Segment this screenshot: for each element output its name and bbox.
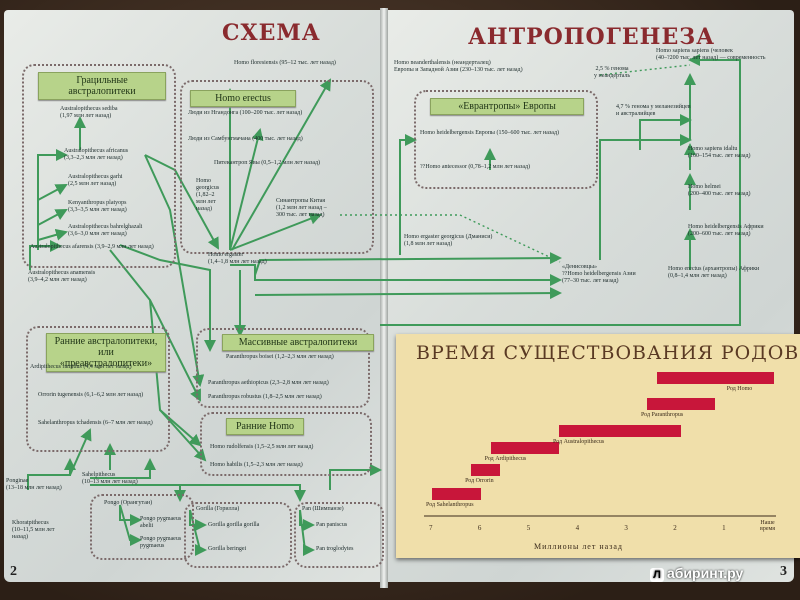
- timeline-bar-label: Род Paranthropus: [640, 412, 684, 418]
- label-ponginae: Ponginae (13–18 млн лет назад): [6, 478, 62, 491]
- label-pan-paniscus: Pan paniscus: [316, 522, 348, 528]
- label-h-heidelbergensis-europe: Homo heidelbergensis Европы (150–600 тыс…: [420, 130, 560, 136]
- watermark-logo-icon: Л: [650, 568, 664, 582]
- genera-timeline: ВРЕМЯ СУЩЕСТВОВАНИЯ РОДОВ Род Sahelanthr…: [396, 334, 800, 558]
- timeline-axis: [424, 515, 776, 517]
- label-h-sapiens: Homo sapiens sapiens (человек (40–?200 т…: [656, 48, 766, 61]
- label-gorilla-gorilla: Gorilla gorilla gorilla: [208, 522, 260, 528]
- label-sahelpithecus: Sahelpithecus (10–13 млн лет назад): [82, 472, 138, 485]
- timeline-bar: [559, 425, 682, 437]
- label-gorilla: Gorilla (Горилла): [196, 506, 240, 512]
- label-khoratpithecus: Khoratpithecus (10–11,5 млн лет назад): [12, 520, 55, 540]
- label-h-habilis: Homo habilis (1,5–2,3 млн лет назад): [210, 462, 303, 468]
- label-pongo-abelii: Pongo pygmaeus abelii: [140, 516, 182, 529]
- label-a-africanus: Australopithecus africanus (3,3–2,3 млн …: [64, 148, 129, 161]
- group-gorilla: [184, 502, 292, 568]
- timeline-bar-label: Род Sahelanthropus: [426, 502, 474, 508]
- label-h-heidelbergensis-africa: Homo heidelbergensis Африки (200–600 тыс…: [688, 224, 764, 237]
- page-number-right: 3: [780, 564, 787, 579]
- label-h-idaltu: Homo sapiens idaltu (160–154 тыс. лет на…: [688, 146, 751, 159]
- page-number-left: 2: [10, 564, 17, 579]
- timeline-tick-label: 2: [673, 524, 677, 532]
- timeline-now-label: Наше время: [760, 520, 776, 532]
- label-pongo: Pongo (Орангутан): [104, 500, 153, 506]
- label-sahelanthropus: Sahelanthropus tchadensis (6–7 млн лет н…: [38, 420, 153, 426]
- timeline-title: ВРЕМЯ СУЩЕСТВОВАНИЯ РОДОВ: [416, 342, 800, 364]
- group-header-early: Ранние австралопитеки, или «преавстралоп…: [46, 333, 166, 372]
- group-pongo: [90, 494, 194, 560]
- group-header-robust: Массивные австралопитеки: [222, 334, 374, 351]
- group-euranthropes: [414, 90, 598, 189]
- label-neanderthal-genome: 2,5 % генома у неандерталь: [594, 66, 631, 79]
- timeline-bar: [646, 398, 716, 410]
- label-h-antecessor: ??Homo antecessor (0,78–1,2 млн лет наза…: [420, 164, 531, 170]
- timeline-bar: [490, 442, 560, 454]
- timeline-bar-label: Род Ardipithecus: [484, 456, 527, 462]
- label-pan-troglodytes: Pan troglodytes: [316, 546, 354, 552]
- scheme-title-right: АНТРОПОГЕНЕЗА: [468, 24, 716, 50]
- label-h-rudolfensis: Homo rudolfensis (1,5–2,5 млн лет назад): [210, 444, 314, 450]
- group-header-gracile: Грацильные австралопитеки: [38, 72, 166, 100]
- label-p-aethiopicus: Paranthropus aethiopicus (2,3–2,8 млн ле…: [208, 380, 329, 386]
- label-a-garhi: Australopithecus garhi (2,5 млн лет наза…: [68, 174, 123, 187]
- timeline-tick-label: 1: [722, 524, 726, 532]
- label-a-sediba: Australopithecus sediba (1,97 млн лет на…: [60, 106, 118, 119]
- group-header-early-homo: Ранние Homo: [226, 418, 304, 435]
- group-pan: [294, 502, 384, 568]
- label-pongo-pygmaeus: Pongo pygmaeus pygmaeus: [140, 536, 182, 549]
- group-header-euranthropes: «Еврантропы» Европы: [430, 98, 584, 115]
- label-h-erectus-africa: Homo erectus (архантропы) Африки (0,8–1,…: [668, 266, 760, 279]
- label-h-helmei: Homo helmei (200–400 тыс. лет назад): [688, 184, 751, 197]
- label-ngandong: Люди из Нгандонга (100–200 тыс. лет наза…: [188, 110, 303, 116]
- label-h-ergaster: Homo ergaster (1,4–1,8 млн лет назад): [208, 252, 267, 265]
- group-homo-erectus: [180, 80, 374, 254]
- timeline-tick-label: 3: [624, 524, 628, 532]
- timeline-tick-label: 6: [477, 524, 482, 532]
- label-sambungmachan: Люди из Самбунгмачана (400 тыс. лет наза…: [188, 136, 303, 142]
- group-gracile-australopithecines: [22, 64, 176, 268]
- timeline-tick-label: 5: [526, 524, 531, 532]
- timeline-axis-label: Миллионы лет назад: [534, 542, 623, 551]
- timeline-bar: [656, 372, 774, 384]
- label-denisovans: «Денисовцы» ??Homo heidelbergensis Азии …: [562, 264, 636, 284]
- label-pan: Pan (Шимпанзе): [302, 506, 344, 512]
- label-orrorin: Orrorin tugenensis (6,1–6,2 млн лет наза…: [38, 392, 144, 398]
- group-header-erectus: Homo erectus: [190, 90, 296, 107]
- label-p-boisei: Paranthropus boisei (1,2–2,3 млн лет наз…: [226, 354, 334, 360]
- label-h-georgicus: Homo georgicus (1,82–2 млн лет назад): [196, 178, 220, 212]
- label-denisovan-genome: 4,7 % генома у меланезийцев и австралийц…: [616, 104, 691, 117]
- label-a-afarensis: Australopithecus afarensis (3,9–2,9 млн …: [30, 244, 154, 250]
- label-gorilla-beringei: Gorilla beringei: [208, 546, 247, 552]
- group-robust-australopithecines: [196, 328, 370, 408]
- timeline-bar-label: Род Orrorin: [465, 478, 494, 484]
- book-spine: [380, 8, 388, 588]
- scheme-title-left: СХЕМА: [222, 20, 321, 46]
- label-a-bahrelghazali: Australopithecus bahrelghazali (3,6–3,0 …: [68, 224, 143, 237]
- group-early-australopithecines: [26, 326, 170, 452]
- label-sinanthropus: Синантропы Китая (1,2 млн лет назад – 30…: [276, 198, 327, 218]
- label-a-anamensis: Australopithecus anamensis (3,9–4,2 млн …: [28, 270, 96, 283]
- label-dmanisi: Homo ergaster georgicus (Дманиси) (1,8 м…: [404, 234, 493, 247]
- label-neanderthal: Homo neanderthalensis (неандерталец) Евр…: [394, 60, 523, 73]
- timeline-tick-label: 4: [575, 524, 580, 532]
- group-early-homo: [200, 412, 372, 476]
- label-h-floresiensis: Homo floresiensis (95–12 тыс. лет назад): [234, 60, 336, 66]
- timeline-bar: [471, 464, 501, 476]
- timeline-bar-label: Род Australopithecus: [553, 439, 605, 445]
- timeline-bar: [432, 488, 481, 500]
- timeline-bar-label: Род Homo: [726, 386, 753, 392]
- label-pithecanthropus-java: Питекантроп Явы (0,5–1,2 млн лет назад): [214, 160, 321, 166]
- timeline-tick-label: 7: [429, 524, 433, 532]
- label-ardipithecus: Ardipithecus ramidus (4,4 млн лет назад): [30, 364, 132, 370]
- label-k-platyops: Kenyanthropus platyops (3,3–3,5 млн лет …: [68, 200, 127, 213]
- label-p-robustus: Paranthropus robustus (1,8–2,5 млн лет н…: [208, 394, 322, 400]
